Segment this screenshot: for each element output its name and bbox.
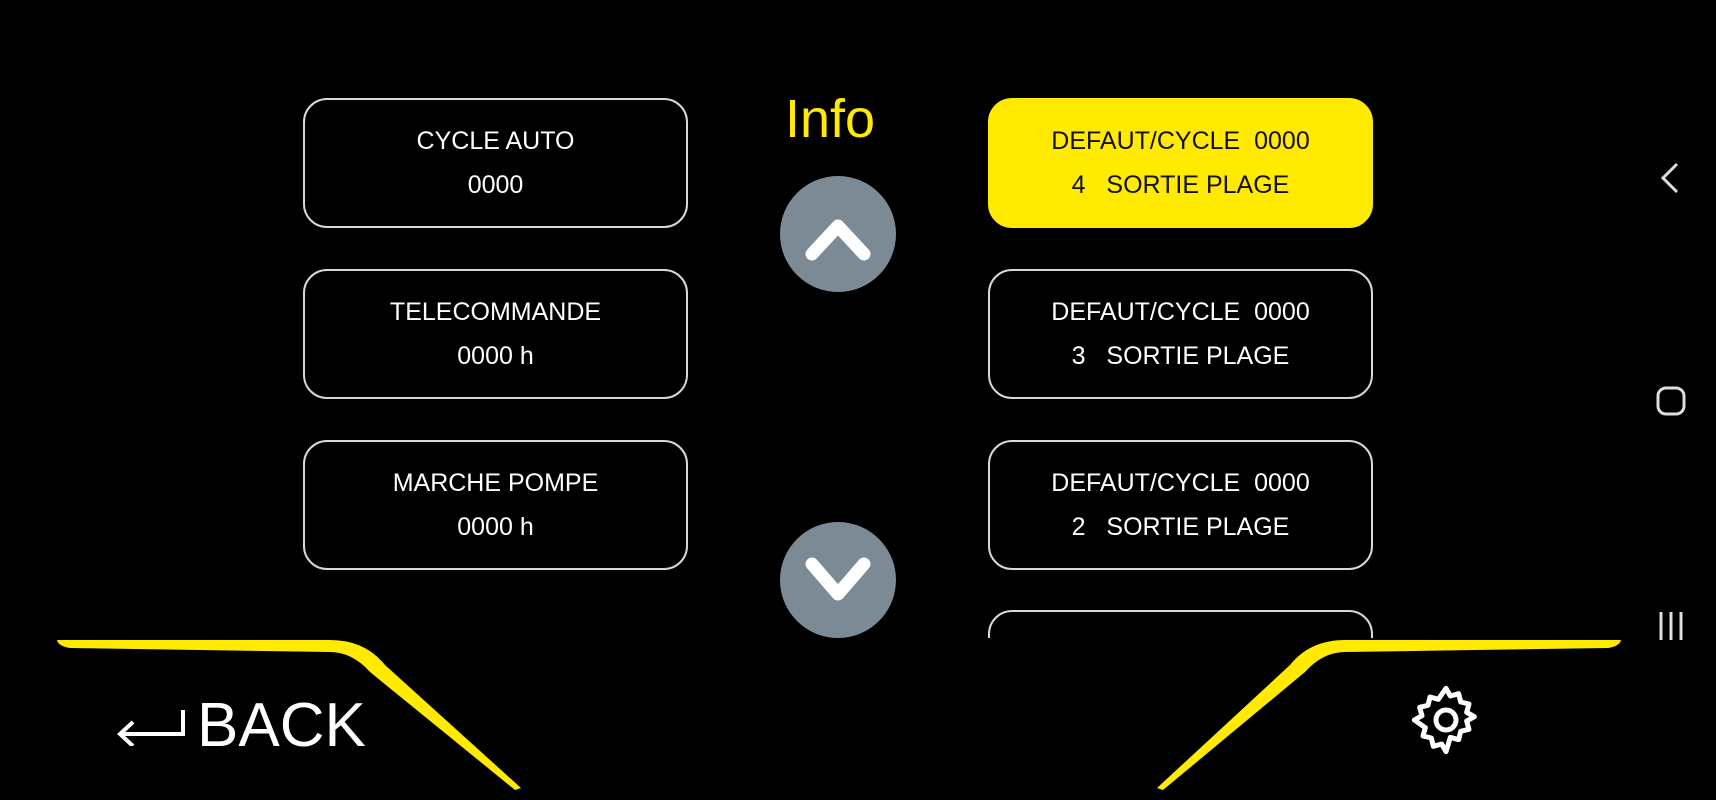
nav-home-icon[interactable] — [1651, 381, 1691, 421]
fault-item-partial[interactable] — [988, 610, 1373, 638]
counter-cycle-auto[interactable]: CYCLE AUTO 0000 — [303, 98, 688, 228]
nav-recents-icon[interactable] — [1651, 606, 1691, 646]
fault-line1: DEFAUT/CYCLE 0000 — [1051, 469, 1310, 497]
counter-value: 0000 h — [457, 513, 534, 541]
fault-line1: DEFAUT/CYCLE 0000 — [1051, 127, 1310, 155]
chevron-up-icon — [805, 219, 871, 261]
counter-telecommande[interactable]: TELECOMMANDE 0000 h — [303, 269, 688, 399]
scroll-down-button[interactable] — [780, 522, 896, 638]
counter-label: CYCLE AUTO — [416, 127, 575, 155]
fault-line1: DEFAUT/CYCLE 0000 — [1051, 298, 1310, 326]
fault-line2: 4 SORTIE PLAGE — [1071, 171, 1290, 199]
fault-item-2[interactable]: DEFAUT/CYCLE 0000 2 SORTIE PLAGE — [988, 440, 1373, 570]
counter-value: 0000 h — [457, 342, 534, 370]
counter-label: TELECOMMANDE — [389, 298, 602, 326]
yellow-frame-right — [1157, 640, 1621, 790]
nav-back-icon[interactable] — [1651, 158, 1691, 198]
chevron-down-icon — [805, 557, 871, 601]
page-title: Info — [784, 89, 876, 149]
back-button[interactable]: BACK — [115, 690, 366, 761]
counter-marche-pompe[interactable]: MARCHE POMPE 0000 h — [303, 440, 688, 570]
fault-item-3[interactable]: DEFAUT/CYCLE 0000 3 SORTIE PLAGE — [988, 269, 1373, 399]
settings-gear-icon[interactable] — [1406, 680, 1486, 760]
counter-label: MARCHE POMPE — [392, 469, 599, 497]
counter-value: 0000 — [467, 171, 524, 199]
fault-line2: 3 SORTIE PLAGE — [1071, 342, 1290, 370]
return-arrow-icon — [117, 709, 185, 746]
fault-line2: 2 SORTIE PLAGE — [1071, 513, 1290, 541]
scroll-up-button[interactable] — [780, 176, 896, 292]
back-label: BACK — [197, 691, 366, 760]
fault-item-4[interactable]: DEFAUT/CYCLE 0000 4 SORTIE PLAGE — [988, 98, 1373, 228]
